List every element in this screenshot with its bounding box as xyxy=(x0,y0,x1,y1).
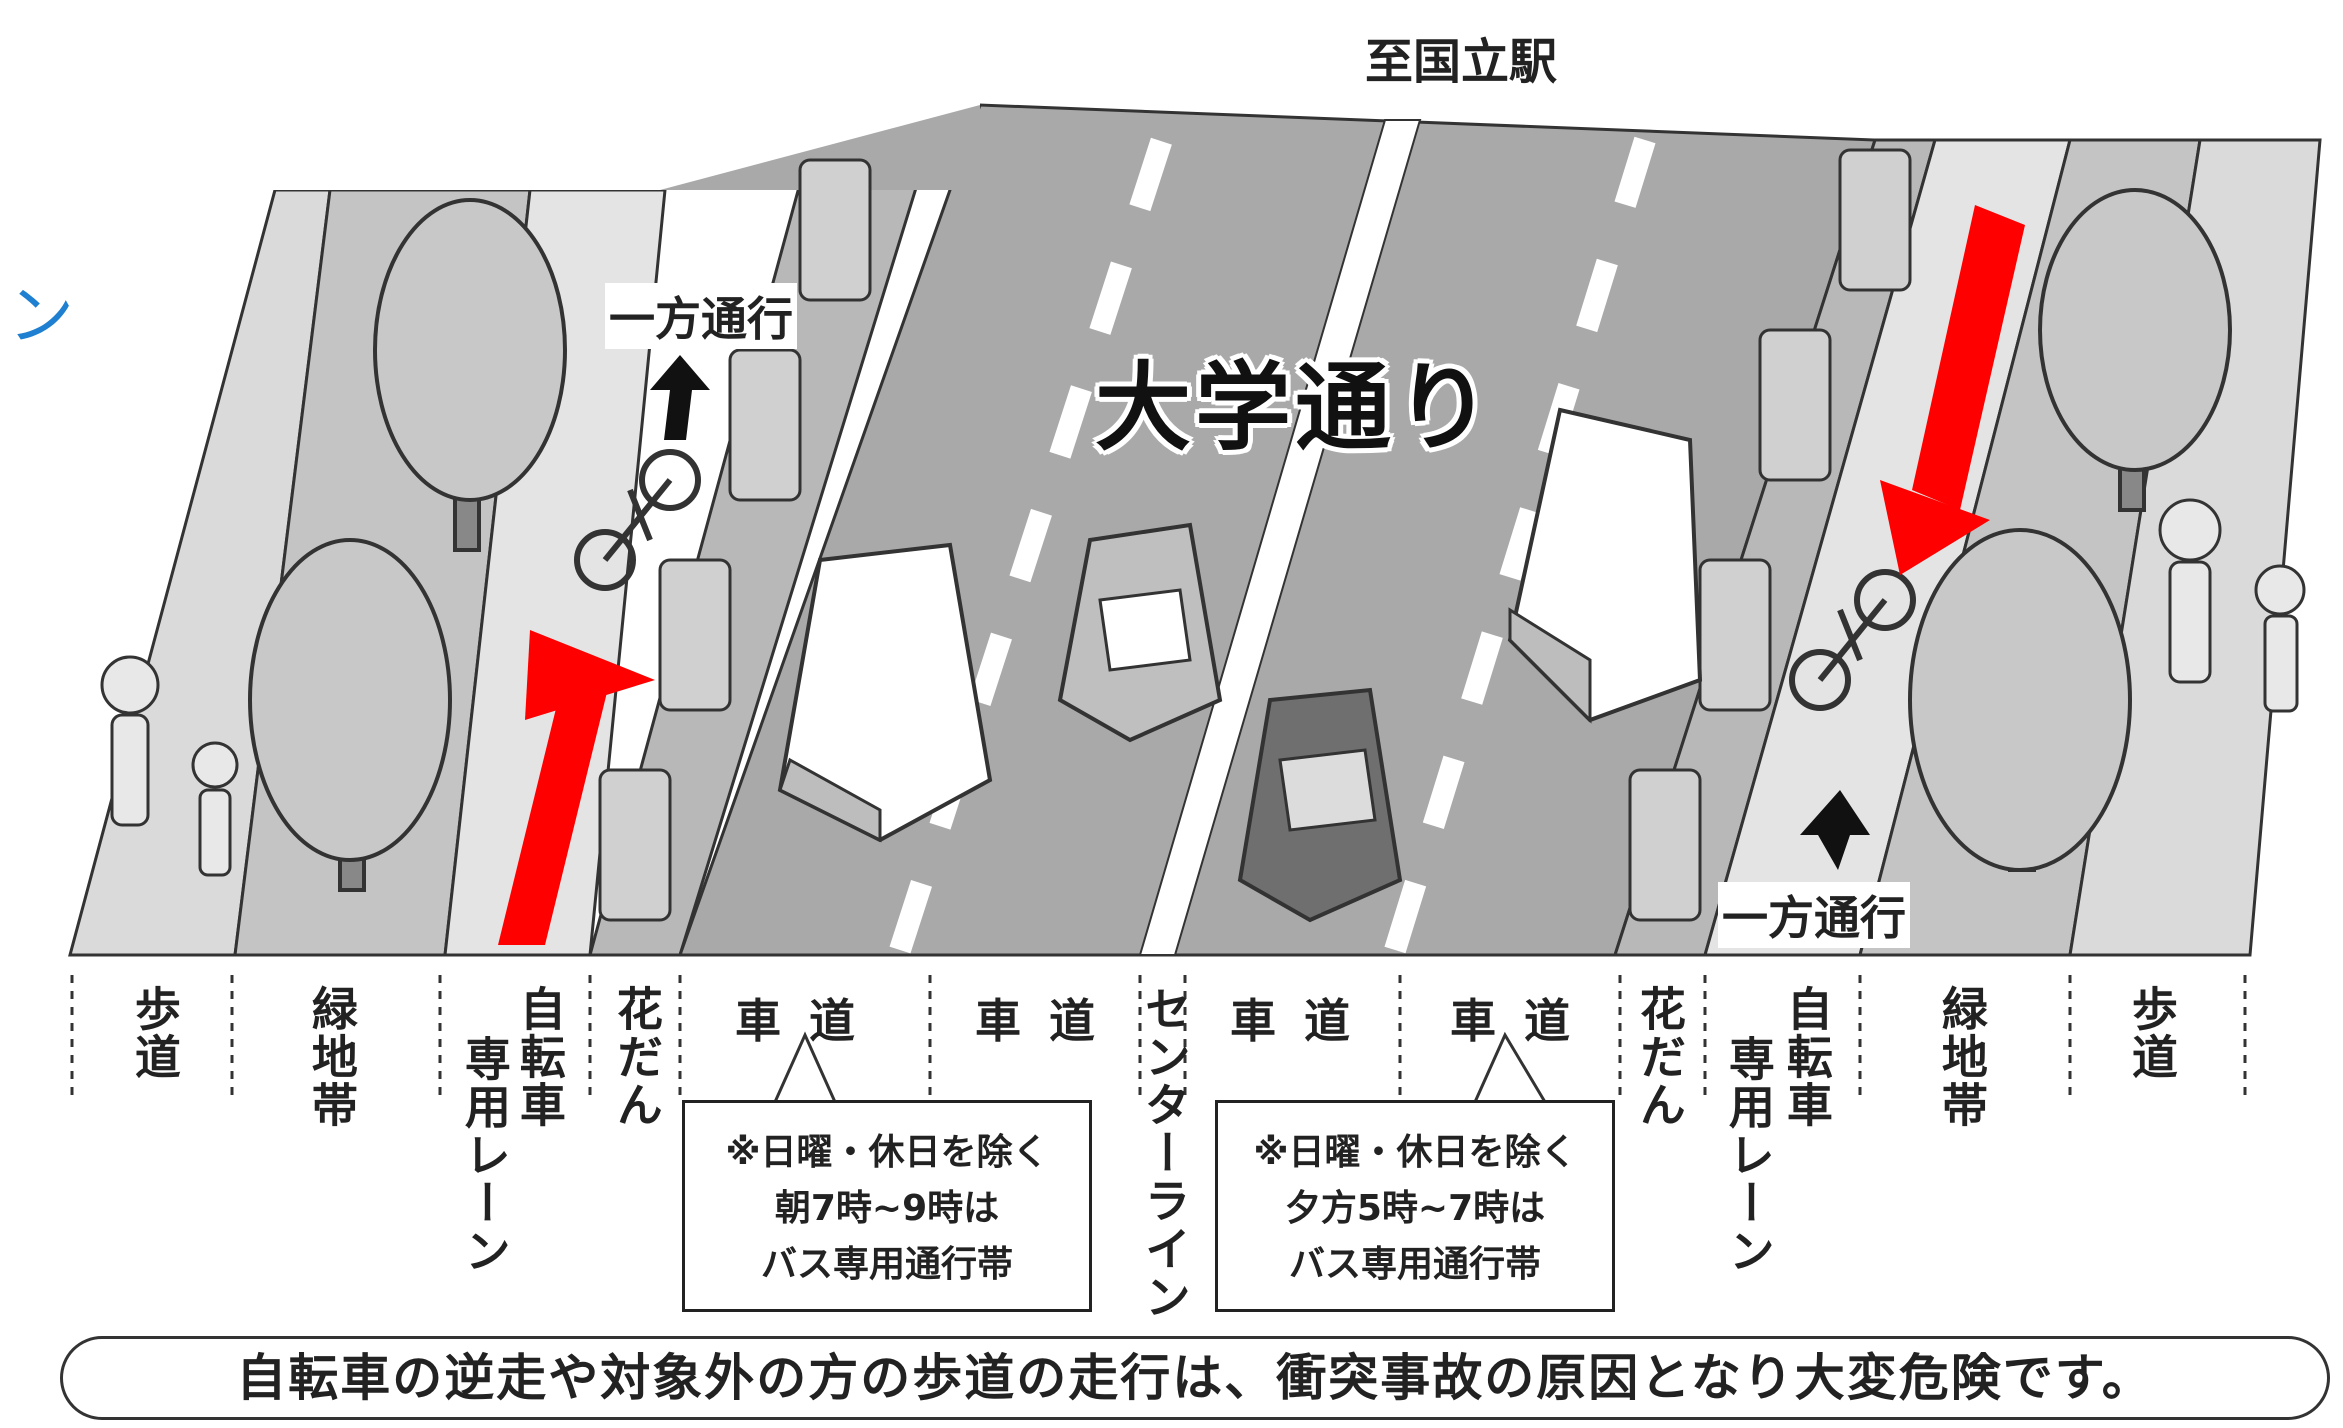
oneway-label-left: 一方通行 xyxy=(605,283,797,349)
oneway-arrow-up-icon xyxy=(650,355,710,440)
label-lane-3: 車 道 xyxy=(1230,994,1357,1048)
oneway-label-right: 一方通行 xyxy=(1718,882,1910,948)
car-center-right xyxy=(1237,687,1403,923)
bus-lane-note-right: ※日曜・休日を除く 夕方5時~7時は バス専用通行帯 xyxy=(1215,1100,1615,1312)
note-right-pointer xyxy=(1473,1031,1547,1103)
red-arrow-left-icon xyxy=(498,630,655,945)
label-walkway-left: 歩道 xyxy=(127,985,182,1081)
label-greenbelt-left: 緑地帯 xyxy=(304,985,359,1129)
center-line xyxy=(1138,119,1422,956)
bicycle-right xyxy=(1789,569,1916,711)
bus-right xyxy=(1507,407,1703,724)
label-bikelane-left-a: 自転車 xyxy=(512,985,567,1129)
bus-lane-note-left: ※日曜・休日を除く 朝7時~9時は バス専用通行帯 xyxy=(682,1100,1092,1312)
label-greenbelt-right: 緑地帯 xyxy=(1934,985,1989,1129)
bus-left xyxy=(777,542,993,843)
destination-label: 至国立駅 xyxy=(1365,34,1558,90)
label-lane-2: 車 道 xyxy=(975,994,1102,1048)
note-left-line-1: ※日曜・休日を除く xyxy=(725,1132,1049,1173)
oneway-arrow-down-icon xyxy=(1800,790,1870,870)
note-left-pointer xyxy=(773,1031,837,1103)
label-flowerbed-left: 花だん xyxy=(609,985,664,1129)
note-right-line-2: 夕方5時~7時は xyxy=(1284,1188,1546,1229)
trees-left xyxy=(248,198,567,892)
section-dividers xyxy=(70,975,2247,1100)
label-bikelane-right-a: 自転車 xyxy=(1779,985,1834,1129)
label-walkway-right: 歩道 xyxy=(2124,985,2179,1081)
lane-dashes xyxy=(889,126,1656,954)
note-left-line-3: バス専用通行帯 xyxy=(760,1244,1013,1285)
label-lane-4: 車 道 xyxy=(1450,994,1577,1048)
flower-boxes-right xyxy=(1628,148,1912,922)
note-left-line-2: 朝7時~9時は xyxy=(774,1188,1000,1229)
car-center-left xyxy=(1057,522,1223,743)
road-name-label: 大学通り xyxy=(1095,352,1495,464)
red-arrow-right-icon xyxy=(1880,205,2025,575)
note-right-line-1: ※日曜・休日を除く xyxy=(1253,1132,1577,1173)
flower-boxes-left xyxy=(598,158,872,922)
label-bikelane-right-b: 専用レーン xyxy=(1721,1035,1776,1275)
bicycle-left xyxy=(574,449,701,591)
label-flowerbed-right: 花だん xyxy=(1632,985,1687,1129)
label-bikelane-left-b: 専用レーン xyxy=(457,1035,512,1275)
safety-warning-banner: 自転車の逆走や対象外の方の歩道の走行は、衝突事故の原因となり大変危険です。 xyxy=(60,1336,2330,1420)
pedestrians-left xyxy=(100,655,239,877)
note-right-line-3: バス専用通行帯 xyxy=(1288,1244,1541,1285)
trees-right xyxy=(1908,188,2232,872)
label-centerline: センターライン xyxy=(1137,985,1192,1321)
pedestrians-right xyxy=(2158,498,2306,713)
stray-glyph: ン xyxy=(8,277,74,354)
label-lane-1: 車 道 xyxy=(735,994,862,1048)
